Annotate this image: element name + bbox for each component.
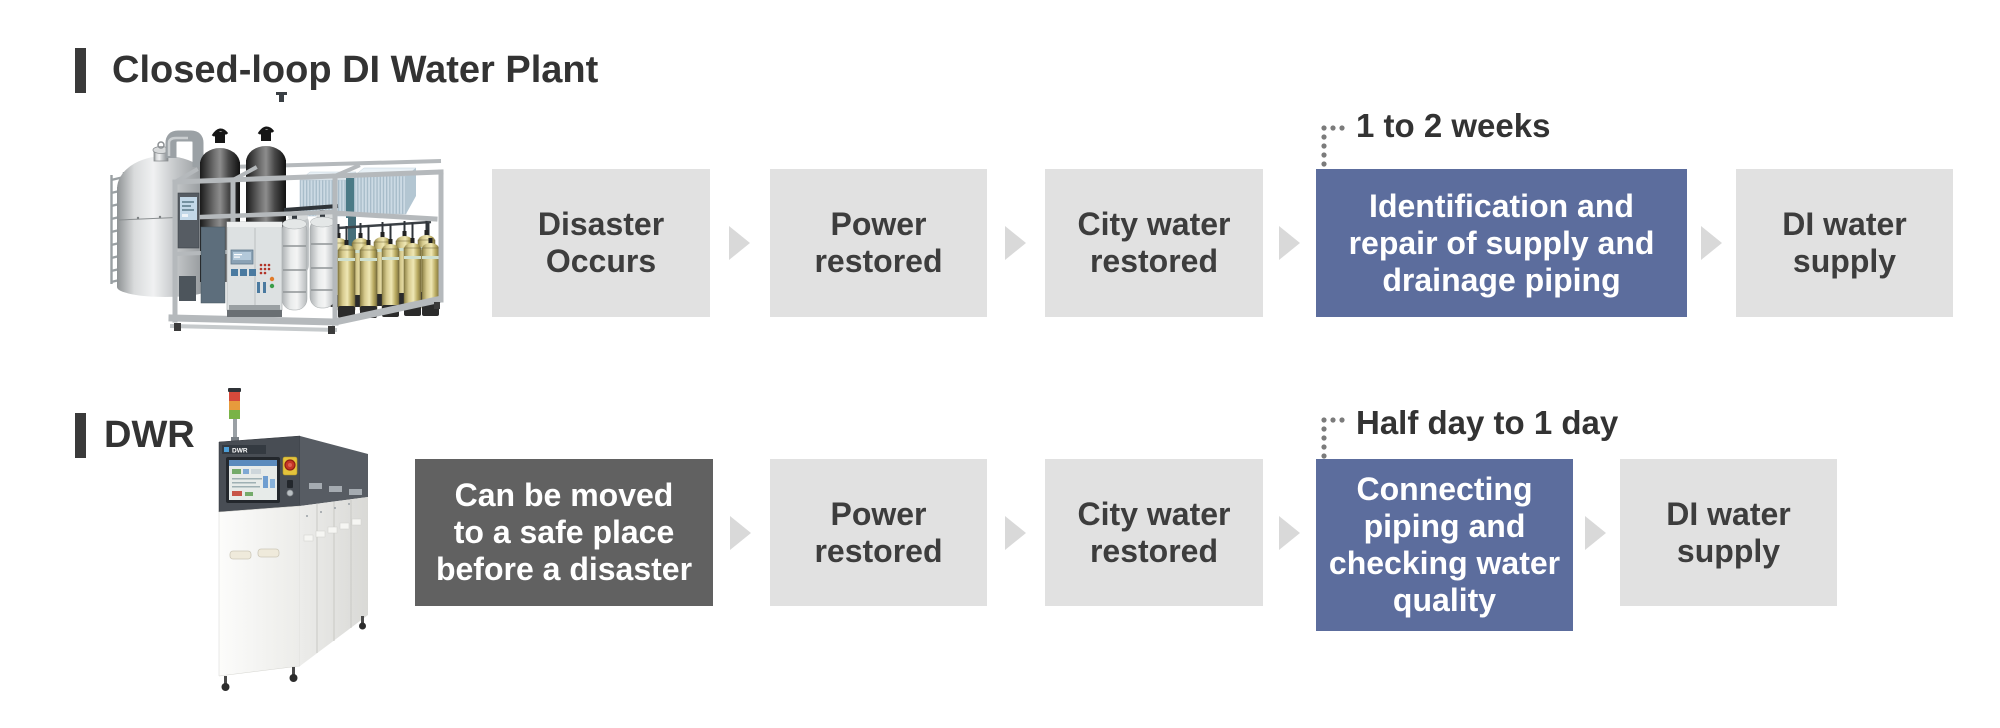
- step-label: City water restored: [1077, 206, 1231, 279]
- step-label: Power restored: [814, 495, 943, 569]
- arrow-right-icon: [1279, 516, 1300, 550]
- dotted-bracket-icon: [1321, 417, 1345, 459]
- section-title-closed-loop-plant: Closed-loop DI Water Plant: [112, 49, 599, 91]
- arrow-right-icon: [1005, 516, 1026, 550]
- dotted-bracket-icon: [1321, 125, 1345, 167]
- step-di-water-supply: DI water supply: [1736, 169, 1953, 317]
- step-label: Power restored: [814, 206, 943, 279]
- step-connecting-piping-checking-quality: Connecting piping and checking water qua…: [1316, 459, 1573, 631]
- step-label: DI water supply: [1782, 206, 1907, 279]
- step-label: Connecting piping and checking water qua…: [1328, 471, 1561, 618]
- time-label-1-to-2-weeks: 1 to 2 weeks: [1356, 107, 1551, 144]
- section-marker: [75, 413, 86, 458]
- section-title-dwr: DWR: [104, 414, 195, 456]
- arrow-right-icon: [1279, 226, 1300, 260]
- section-marker: [75, 48, 86, 93]
- arrow-right-icon: [1005, 226, 1026, 260]
- step-label: Identification and repair of supply and …: [1348, 187, 1655, 298]
- machine-badge: DWR: [232, 448, 248, 455]
- arrow-right-icon: [1701, 226, 1722, 260]
- step-label: City water restored: [1077, 495, 1231, 569]
- step-city-water-restored: City water restored: [1045, 459, 1263, 606]
- step-power-restored: Power restored: [770, 459, 987, 606]
- step-label: DI water supply: [1666, 495, 1791, 569]
- closed-loop-di-water-plant-image: [110, 92, 444, 334]
- dwr-unit-image: DWR: [218, 388, 368, 691]
- arrow-right-icon: [729, 226, 750, 260]
- step-identification-repair-piping: Identification and repair of supply and …: [1316, 169, 1687, 317]
- arrow-right-icon: [1585, 516, 1606, 550]
- step-can-be-moved-safe-place: Can be moved to a safe place before a di…: [415, 459, 713, 606]
- step-di-water-supply: DI water supply: [1620, 459, 1837, 606]
- step-city-water-restored: City water restored: [1045, 169, 1263, 317]
- step-label: Disaster Occurs: [537, 206, 665, 279]
- step-disaster-occurs: Disaster Occurs: [492, 169, 710, 317]
- time-label-half-day-to-1-day: Half day to 1 day: [1356, 404, 1619, 441]
- arrow-right-icon: [730, 516, 751, 550]
- step-power-restored: Power restored: [770, 169, 987, 317]
- step-label: Can be moved to a safe place before a di…: [435, 477, 693, 587]
